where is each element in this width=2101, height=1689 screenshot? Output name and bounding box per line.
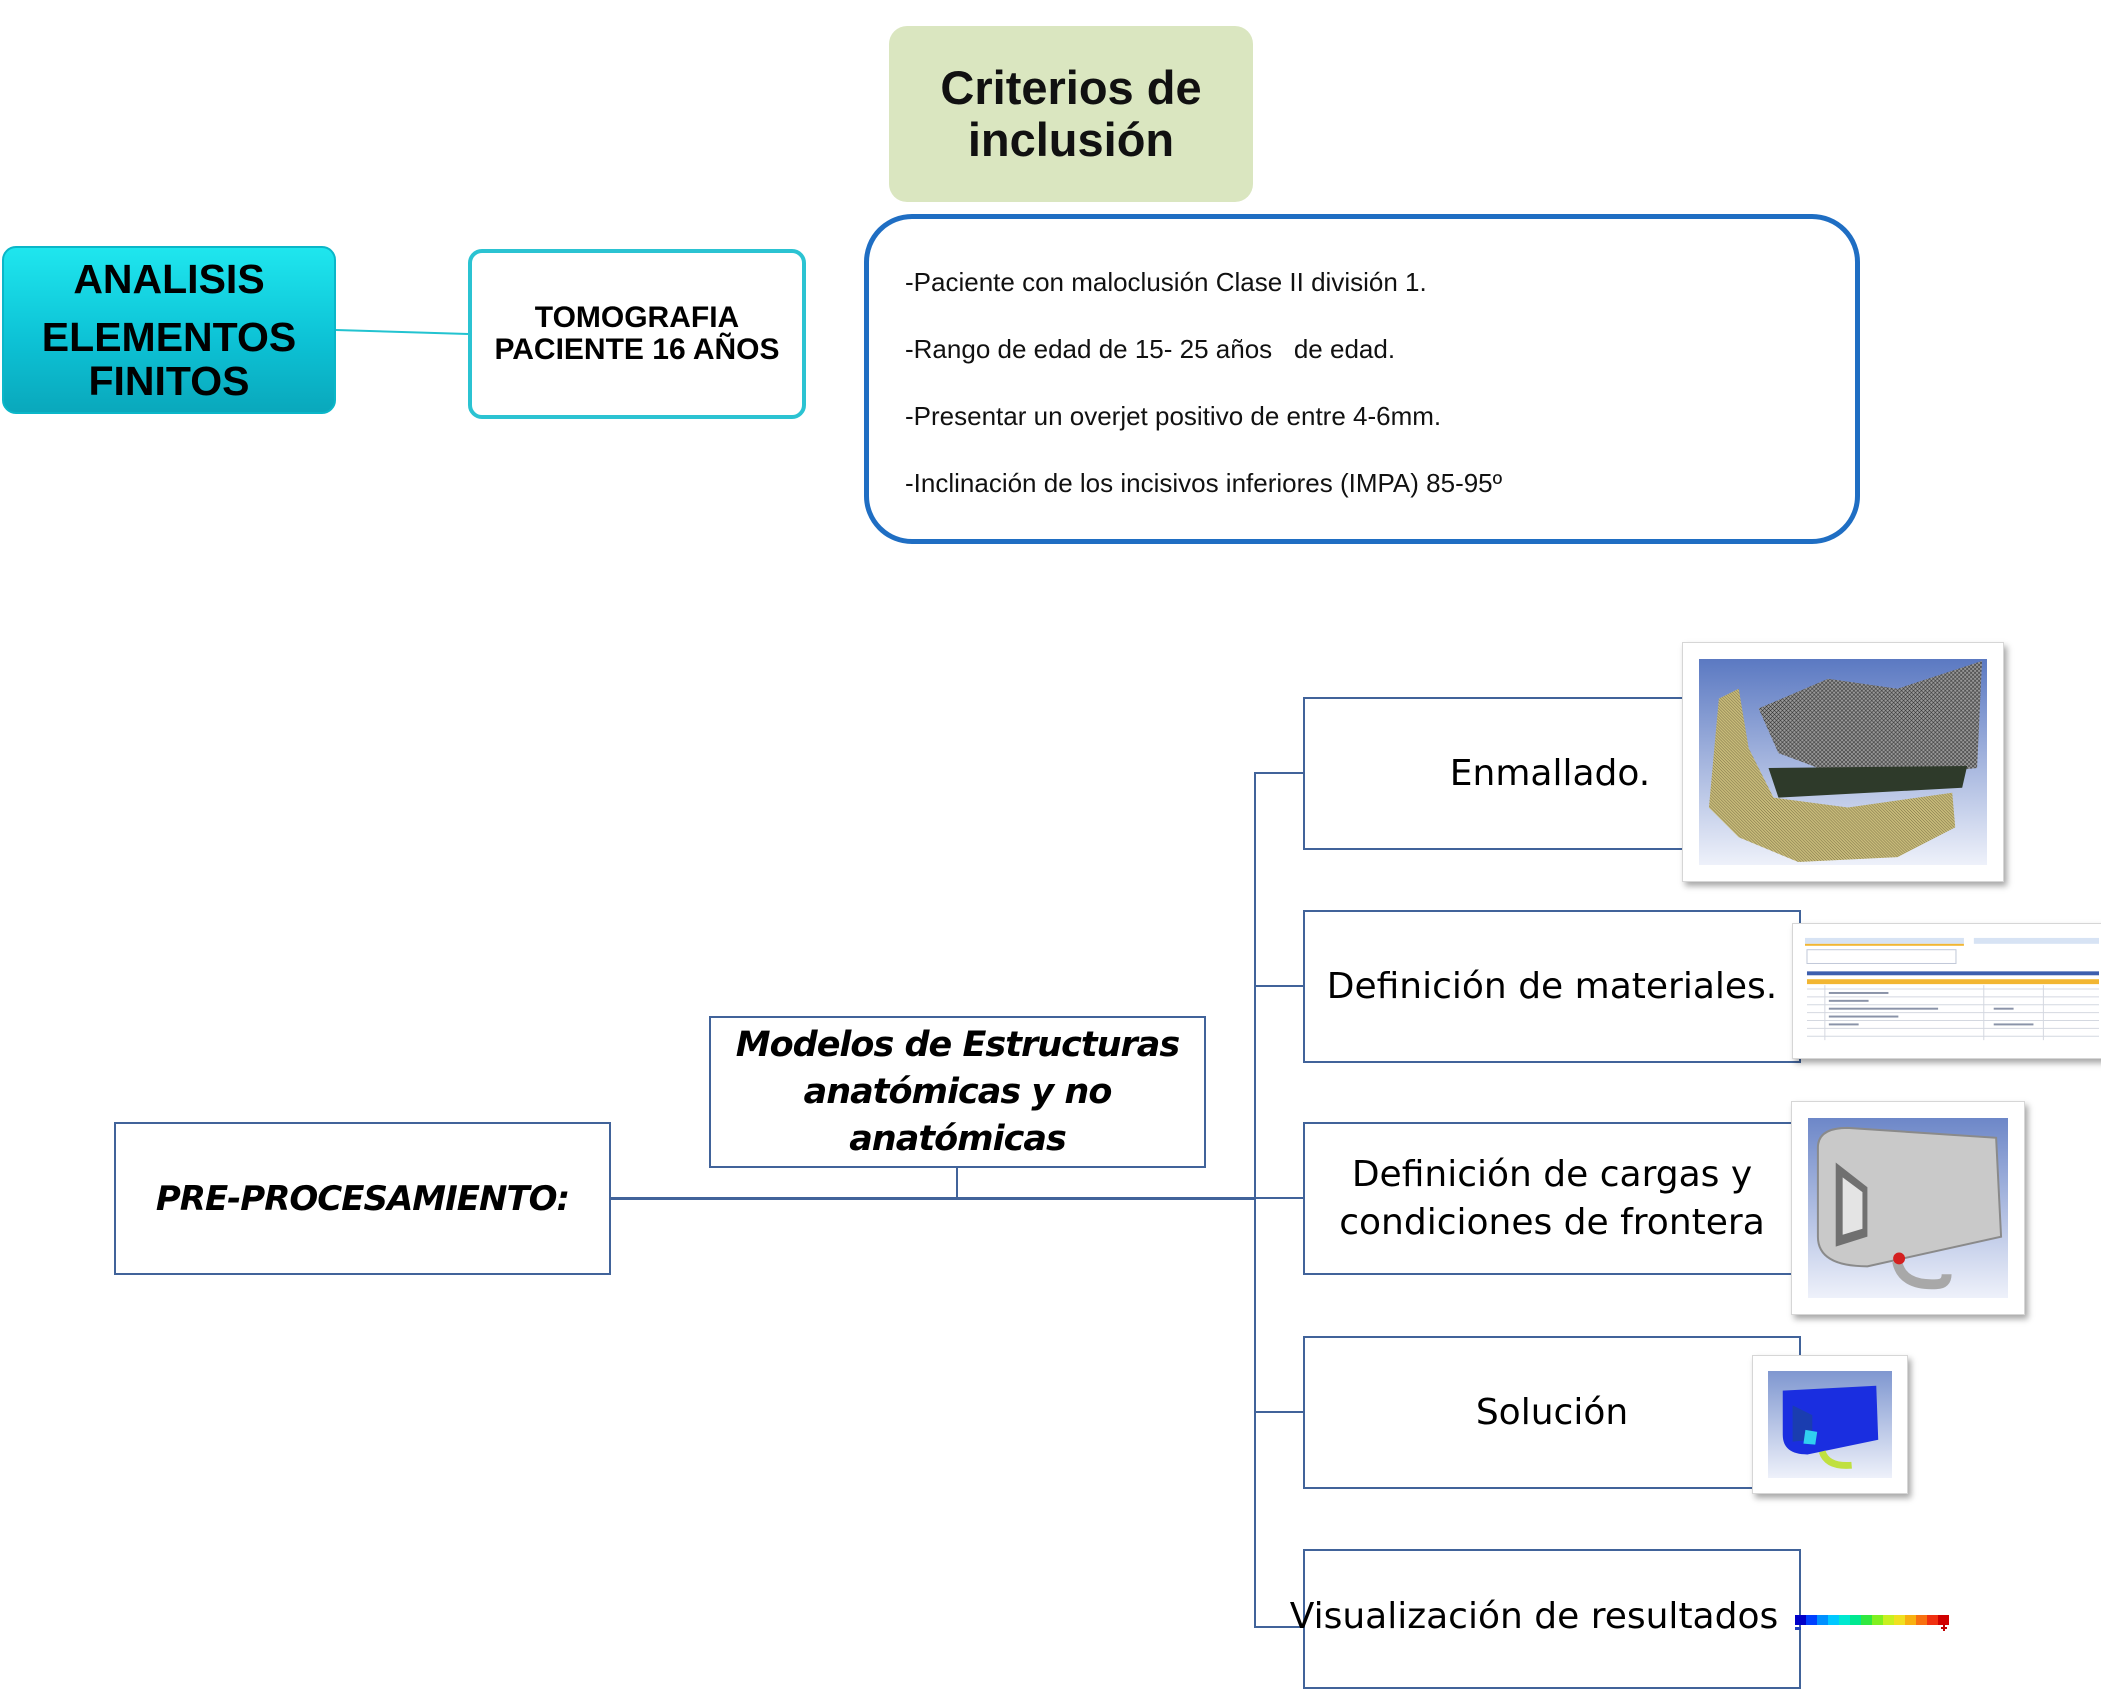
- modelos-line-3: anatómicas: [849, 1118, 1067, 1159]
- analisis-line-1: ANALISIS: [73, 255, 265, 302]
- tomografia-line-1: TOMOGRAFIA: [534, 300, 740, 334]
- analisis-line-2: ELEMENTOS: [41, 313, 297, 360]
- tomografia-box: TOMOGRAFIA PACIENTE 16 AÑOS: [468, 249, 806, 419]
- modelos-estructuras-box: Modelos de Estructuras anatómicas y no a…: [709, 1016, 1206, 1168]
- mesh-mandible-image: [1682, 642, 2004, 882]
- connector-trunk-vertical: [1254, 772, 1256, 1628]
- criterio-item: -Presentar un overjet positivo de entre …: [905, 401, 1442, 431]
- analisis-line-3: FINITOS: [88, 358, 250, 405]
- step-label-line-2: condiciones de frontera: [1339, 1201, 1765, 1243]
- criterio-item: -Rango de edad de 15- 25 años de edad.: [905, 334, 1396, 364]
- modelos-line-1: Modelos de Estructuras: [735, 1024, 1180, 1065]
- solution-contour-image: [1752, 1355, 1908, 1494]
- materials-table-image: [1792, 923, 2101, 1059]
- connector-branch-4: [1254, 1626, 1304, 1628]
- criterios-title-box: Criterios de inclusión: [889, 26, 1253, 202]
- pre-procesamiento-box: PRE-PROCESAMIENTO:: [114, 1122, 611, 1275]
- step-solucion: Solución: [1303, 1336, 1801, 1489]
- bracket-load-image: [1791, 1101, 2025, 1315]
- color-scale-legend: [1795, 1612, 1967, 1638]
- connector-branch-0: [1254, 772, 1304, 774]
- step-label: Enmallado.: [1449, 752, 1651, 794]
- connector-branch-3: [1254, 1411, 1304, 1413]
- analisis-elementos-finitos-box: ANALISIS ELEMENTOS FINITOS: [2, 246, 336, 414]
- criterio-item: -Inclinación de los incisivos inferiores…: [905, 468, 1503, 498]
- criterios-list-box: -Paciente con maloclusión Clase II divis…: [864, 214, 1860, 544]
- criterios-title-line-2: inclusión: [967, 113, 1175, 166]
- pre-procesamiento-label: PRE-PROCESAMIENTO:: [155, 1178, 570, 1219]
- step-definicion-materiales: Definición de materiales.: [1303, 910, 1801, 1063]
- connector-branch-2: [1254, 1197, 1304, 1199]
- connector-modelos-stub: [956, 1168, 958, 1198]
- modelos-line-2: anatómicas y no: [803, 1071, 1113, 1112]
- connector-pre-to-trunk: [611, 1197, 1256, 1200]
- step-visualizacion-resultados: Visualización de resultados: [1290, 1549, 1801, 1689]
- connector-branch-1: [1254, 985, 1304, 987]
- step-label: Visualización de resultados: [1289, 1596, 1779, 1637]
- tomografia-line-2: PACIENTE 16 AÑOS: [494, 333, 780, 366]
- step-label: Definición de materiales.: [1326, 965, 1778, 1007]
- criterios-title-line-1: Criterios de: [940, 61, 1202, 115]
- step-label-line-1: Definición de cargas y: [1351, 1153, 1753, 1195]
- step-label: Solución: [1475, 1391, 1629, 1433]
- step-definicion-cargas: Definición de cargas y condiciones de fr…: [1303, 1122, 1801, 1275]
- criterio-item: -Paciente con maloclusión Clase II divis…: [905, 267, 1427, 297]
